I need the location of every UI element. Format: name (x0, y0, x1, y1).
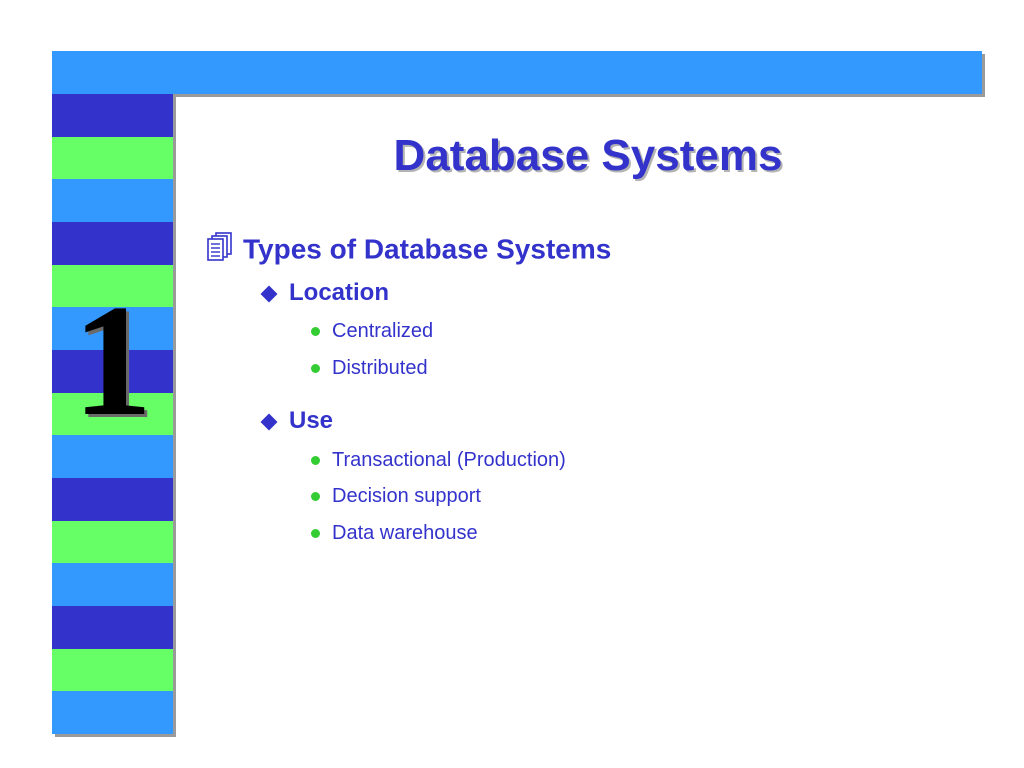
section-number: 1 (72, 271, 153, 449)
stripe-light-blue (52, 435, 173, 478)
outline-group-location: Location (260, 278, 389, 308)
list-item-label: Transactional (Production) (332, 449, 566, 471)
list-item: Centralized (311, 318, 433, 344)
slide-title: Database Systems (393, 131, 783, 180)
stripe-green (52, 137, 173, 179)
stripe-light-blue (52, 307, 173, 350)
group-label: Use (289, 407, 334, 434)
stripe-dark-blue (52, 222, 173, 265)
dot-bullet-icon (311, 364, 320, 374)
documents-icon (207, 232, 233, 270)
outline-heading: Types of Database Systems (207, 232, 611, 270)
stripe-dark-blue (52, 94, 173, 137)
list-item-label: Data warehouse (332, 522, 478, 544)
diamond-bullet-icon (260, 413, 278, 431)
dot-bullet-icon (311, 456, 320, 466)
outline-group-use: Use (260, 406, 333, 436)
dot-bullet-icon (311, 529, 320, 539)
dot-bullet-icon (311, 327, 320, 337)
list-item: Transactional (Production) (311, 447, 566, 473)
outline-heading-label: Types of Database Systems (243, 233, 612, 265)
list-item: Data warehouse (311, 520, 478, 546)
group-label: Location (289, 279, 389, 306)
stripe-dark-blue (52, 350, 173, 393)
diamond-bullet-icon (260, 285, 278, 303)
stripe-green (52, 265, 173, 307)
stripe-dark-blue (52, 606, 173, 649)
list-item-label: Distributed (332, 357, 428, 379)
stripe-light-blue (52, 691, 173, 734)
stripe-green (52, 649, 173, 691)
stripe-light-blue (52, 563, 173, 606)
stripe-light-blue (52, 179, 173, 222)
stripe-green (52, 393, 173, 435)
stripe-dark-blue (52, 478, 173, 521)
header-bar (52, 51, 982, 94)
stripe-green (52, 521, 173, 563)
list-item-label: Centralized (332, 320, 434, 342)
list-item: Decision support (311, 483, 481, 509)
dot-bullet-icon (311, 492, 320, 502)
decorative-stripe-column (52, 94, 173, 734)
list-item: Distributed (311, 355, 428, 381)
list-item-label: Decision support (332, 485, 481, 507)
